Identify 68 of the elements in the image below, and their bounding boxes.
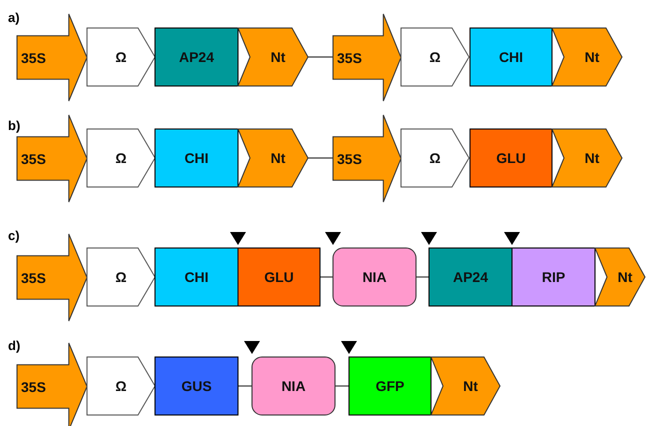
element-label: Ω — [429, 150, 441, 166]
terminator-element — [552, 28, 622, 86]
linker-box — [252, 357, 335, 415]
element-label: Ω — [115, 150, 127, 166]
promoter-element — [333, 14, 401, 101]
element-label: NIA — [362, 269, 387, 285]
element-label: 35S — [21, 378, 46, 394]
element-label: CHI — [498, 49, 524, 65]
connector-line — [308, 157, 333, 159]
leader-element — [87, 129, 155, 187]
element-label: GLU — [496, 150, 526, 166]
terminator-element — [431, 357, 500, 415]
gene-box — [349, 357, 431, 415]
leader-element — [401, 129, 469, 187]
connector-line — [320, 276, 333, 278]
element-label: Nt — [584, 150, 600, 166]
promoter-element — [17, 234, 87, 321]
gene-box — [470, 129, 552, 187]
element-label: GUS — [181, 378, 212, 394]
row-label: c) — [8, 228, 20, 243]
element-label: RIP — [542, 269, 566, 285]
terminator-element — [238, 28, 308, 86]
connector-line — [416, 276, 429, 278]
promoter-element — [17, 14, 87, 101]
element-label: GLU — [264, 269, 294, 285]
promoter-element — [333, 115, 401, 202]
element-label: AP24 — [452, 269, 488, 285]
row-label: b) — [8, 118, 20, 133]
gene-box — [512, 248, 595, 306]
gene-box — [155, 248, 238, 306]
element-label: CHI — [184, 269, 209, 285]
element-label: Ω — [429, 49, 441, 65]
connector-line — [308, 56, 333, 58]
element-label: NIA — [281, 378, 306, 394]
connector-line — [335, 385, 349, 387]
leader-element — [401, 28, 469, 86]
element-label: AP24 — [178, 49, 214, 65]
element-label: Ω — [115, 269, 127, 285]
terminator-element — [552, 129, 622, 187]
leader-element — [87, 357, 155, 415]
element-label: 35S — [21, 270, 46, 286]
gene-box — [429, 248, 512, 306]
element-label: Nt — [270, 49, 286, 65]
element-label: 35S — [337, 50, 362, 66]
element-label: Nt — [618, 269, 632, 285]
row-label: d) — [8, 338, 20, 353]
element-label: 35S — [337, 150, 362, 166]
gene-box — [470, 28, 552, 86]
terminator-element — [238, 129, 308, 187]
element-label: Nt — [584, 49, 600, 65]
element-label: 35S — [21, 150, 46, 166]
leader-element — [87, 28, 155, 86]
terminator-element — [595, 248, 645, 306]
element-label: GFP — [376, 378, 404, 394]
row-label: a) — [8, 10, 20, 25]
element-label: Nt — [270, 150, 286, 166]
gene-box — [155, 28, 238, 86]
element-label: Nt — [463, 378, 478, 394]
element-label: Ω — [115, 378, 127, 394]
gene-box — [155, 357, 238, 415]
gene-box — [155, 129, 238, 187]
element-label: Ω — [115, 49, 127, 65]
element-label: 35S — [21, 50, 46, 66]
gene-box — [238, 248, 320, 306]
connector-line — [238, 385, 252, 387]
element-label: CHI — [184, 150, 209, 166]
leader-element — [87, 248, 155, 306]
linker-box — [333, 248, 416, 306]
